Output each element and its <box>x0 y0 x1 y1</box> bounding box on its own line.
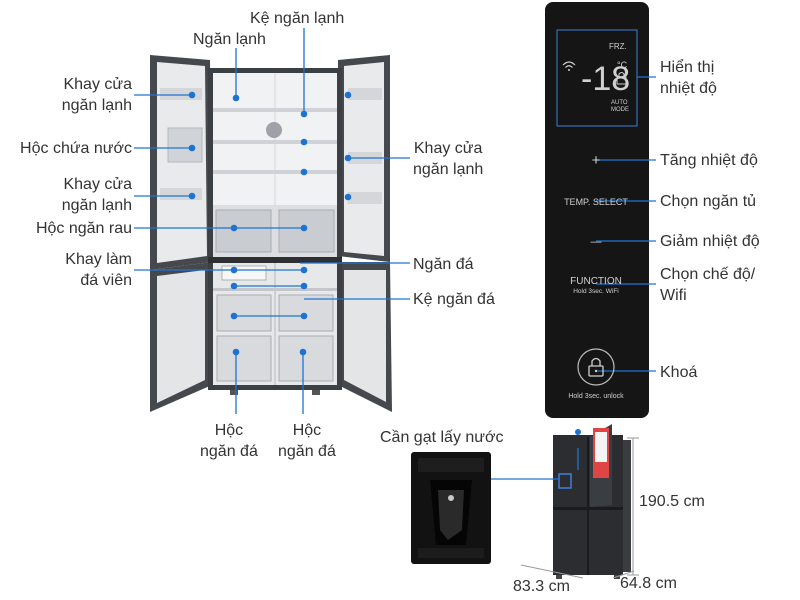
dimension-height: 190.5 cm <box>639 493 705 510</box>
ice-tray <box>221 265 267 281</box>
freezer-drawer-3 <box>216 335 272 382</box>
water-tank <box>167 127 203 163</box>
label-giam-nhiet-do: Giảm nhiệt độ <box>660 233 760 250</box>
small-dispenser <box>558 473 572 489</box>
panel-frz: FRZ. <box>609 42 627 51</box>
label-hien-thi-nhiet-do: Hiển thị nhiệt độ <box>660 59 717 97</box>
label-tang-nhiet-do: Tăng nhiệt độ <box>660 152 758 169</box>
panel-unit: °C <box>617 60 628 70</box>
label-ngan-lanh: Ngăn lạnh <box>193 31 266 48</box>
lock-icon <box>588 357 604 377</box>
label-hoc-ngan-da-2: Hộc ngăn đá <box>278 422 336 460</box>
display-box <box>556 29 638 127</box>
crisper-drawer-right <box>278 209 335 253</box>
label-khay-cua-ngan-lanh-right: Khay cửa ngăn lạnh <box>413 140 484 178</box>
label-khay-cua-ngan-lanh-1: Khay cửa ngăn lạnh <box>61 76 132 114</box>
small-fridge-side <box>623 440 631 572</box>
freezer-drawer-2 <box>278 294 334 332</box>
label-khay-lam-da-vien: Khay làm đá viên <box>65 251 132 289</box>
label-hoc-chua-nuoc: Hộc chứa nước <box>20 140 132 157</box>
panel-temperature: -18 <box>581 60 630 98</box>
freezer-drawer-4 <box>278 335 334 382</box>
label-hoc-ngan-da-1: Hộc ngăn đá <box>200 422 258 460</box>
temp-select-button[interactable]: TEMP. SELECT <box>564 197 628 207</box>
label-chon-che-do-wifi: Chọn chế độ/ Wifi <box>660 266 756 304</box>
panel-auto: AUTO <box>611 100 628 106</box>
label-chon-ngan-tu: Chọn ngăn tủ <box>660 193 757 210</box>
freezer-drawer-1 <box>216 294 272 332</box>
minus-button[interactable]: — <box>591 236 602 248</box>
crisper-drawer-left <box>215 209 272 253</box>
panel-hold-unlock: Hold 3sec. unlock <box>568 393 624 400</box>
plus-button[interactable]: + <box>592 152 601 169</box>
label-khoa: Khoá <box>660 364 698 381</box>
label-ngan-da: Ngăn đá <box>413 256 474 273</box>
label-ke-ngan-da: Kệ ngăn đá <box>413 291 495 308</box>
control-panel <box>545 2 649 418</box>
panel-mode: MODE <box>611 107 629 113</box>
label-can-gat-lay-nuoc: Cần gạt lấy nước <box>380 429 504 446</box>
panel-hold-wifi: Hold 3sec. WiFi <box>573 288 619 295</box>
label-hoc-ngan-rau: Hộc ngăn rau <box>35 220 132 237</box>
dimension-width: 83.3 cm <box>513 578 570 595</box>
function-button[interactable]: FUNCTION <box>570 276 622 287</box>
dimension-depth: 64.8 cm <box>620 575 677 592</box>
wifi-icon <box>562 61 576 68</box>
lock-button[interactable] <box>577 348 615 386</box>
label-khay-cua-ngan-lanh-2: Khay cửa ngăn lạnh <box>61 176 132 214</box>
display-lock-icon <box>616 72 627 85</box>
label-ke-ngan-lanh: Kệ ngăn lạnh <box>250 10 345 27</box>
